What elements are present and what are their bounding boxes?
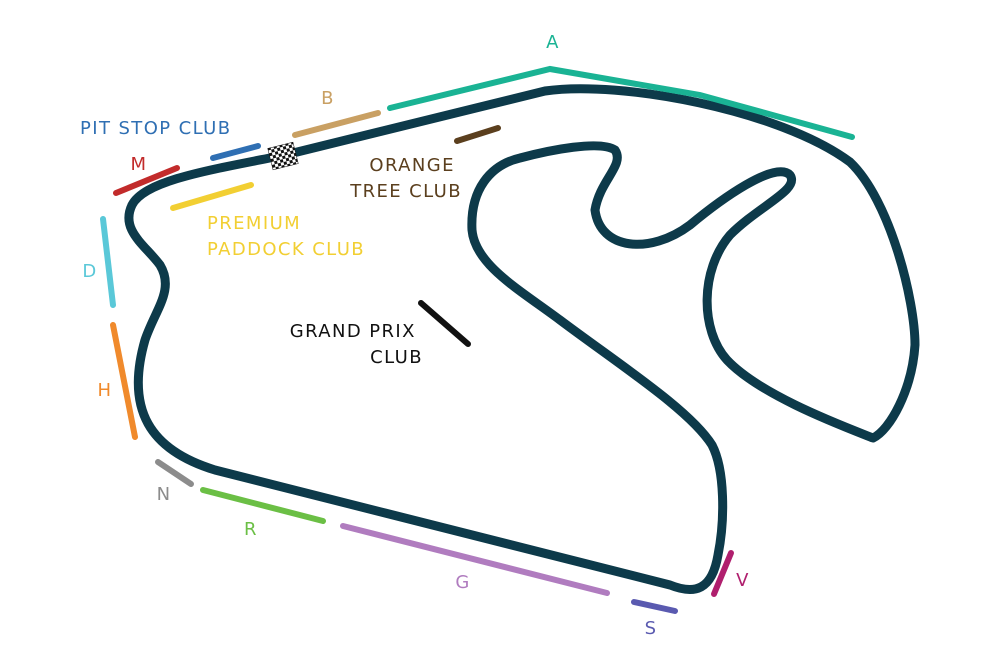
grandstand-m[interactable]: [113, 165, 180, 196]
start-finish-flag: [267, 141, 299, 171]
label-b: B: [321, 88, 335, 109]
label-h: H: [98, 380, 113, 401]
grandstand-grand-prix-club[interactable]: [418, 300, 471, 347]
grandstand-d[interactable]: [100, 216, 116, 308]
grandstand-premium-paddock-club[interactable]: [170, 182, 254, 211]
grandstand-h[interactable]: [110, 322, 138, 440]
label-pit-stop-club: PIT STOP CLUB: [80, 118, 231, 139]
grandstand-g[interactable]: [340, 523, 610, 596]
label-grand-prix-club: GRAND PRIX CLUB: [290, 321, 423, 368]
grandstand-orange-tree-club[interactable]: [454, 125, 501, 144]
label-r: R: [244, 519, 258, 540]
grandstand-pit-stop-club[interactable]: [210, 143, 261, 161]
grandstand-a[interactable]: [387, 65, 855, 140]
label-g: G: [455, 572, 470, 593]
label-premium-paddock-club: PREMIUM PADDOCK CLUB: [207, 213, 365, 260]
grandstand-r[interactable]: [200, 487, 326, 524]
label-m: M: [131, 154, 148, 175]
label-s: S: [645, 618, 658, 639]
grandstand-v[interactable]: [711, 550, 734, 597]
label-n: N: [157, 484, 172, 505]
grandstand-n[interactable]: [155, 459, 194, 487]
grandstand-b[interactable]: [292, 110, 381, 138]
label-d: D: [82, 261, 97, 282]
grandstand-s[interactable]: [631, 599, 678, 614]
label-orange-tree-club: ORANGE TREE CLUB: [349, 155, 462, 202]
label-a: A: [546, 32, 560, 53]
race-track: [124, 84, 920, 594]
label-v: V: [736, 570, 750, 591]
